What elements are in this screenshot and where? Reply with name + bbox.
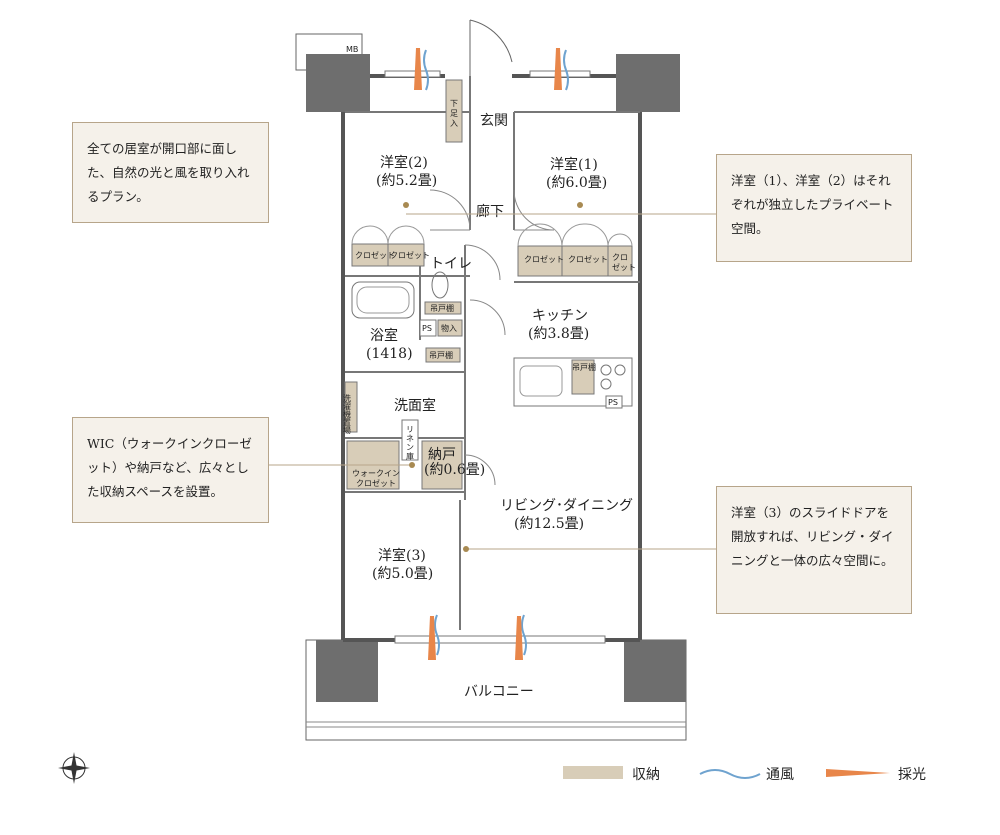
wic-label-2: クロゼット: [356, 478, 396, 488]
compass-icon: [58, 752, 90, 784]
callout-connectors: [268, 213, 716, 550]
room-bath-name: 浴室: [370, 327, 398, 344]
callout-private-rooms: 洋室（1）、洋室（2）はそれぞれが独立したプライベート空間。: [716, 154, 912, 262]
legend-ventilation-icon: [699, 769, 761, 779]
wash-shelf-label: 吊戸棚: [429, 350, 453, 360]
room-storage-name: 納戸: [428, 447, 456, 463]
door-arcs: [429, 189, 555, 486]
kitchen-shelf: [571, 359, 595, 395]
ps-box-1: [419, 319, 437, 337]
closet-label-4: クロゼット: [568, 254, 608, 264]
entrance-door: [469, 19, 513, 76]
column-top-right: [616, 54, 680, 112]
shoe-cabinet: [445, 79, 463, 143]
washer-place: [344, 381, 358, 433]
room-entrance: 玄関: [480, 112, 508, 129]
room-western1-size: (約6.0畳): [546, 175, 607, 191]
callout-daylight-plan: 全ての居室が開口部に面した、自然の光と風を取り入れるプラン。: [72, 122, 269, 223]
room-hallway: 廊下: [476, 203, 504, 220]
window-bottom: [394, 635, 606, 644]
legend-storage-swatch: [563, 766, 623, 779]
monoire: [437, 319, 463, 337]
legend-ventilation-label: 通風: [766, 767, 794, 783]
room-toilet: トイレ: [430, 256, 472, 272]
closet-western1: [517, 245, 633, 277]
ps-label-2: PS: [608, 398, 618, 407]
washer-label: 洗濯機置場: [343, 393, 352, 435]
room-storage-size: (約0.6畳): [424, 462, 485, 478]
legend-daylight-label: 採光: [898, 767, 926, 783]
mb-label: MB: [346, 45, 358, 54]
closet-short-label-1: クロ: [612, 253, 628, 262]
callout-slide-door: 洋室（3）のスライドドアを開放すれば、リビング・ダイニングと一体の広々空間に。: [716, 486, 912, 614]
room-kitchen-size: (約3.8畳): [528, 326, 589, 342]
closet-label-1: クロゼット: [355, 250, 395, 260]
monoire-label: 物入: [441, 323, 457, 333]
ps-box-2: [605, 395, 623, 409]
room-western1-name: 洋室(1): [550, 156, 598, 173]
shoe-label-3: 入: [450, 119, 458, 128]
bathtub: [351, 281, 415, 319]
column-bottom-right: [624, 640, 686, 702]
closet-label-2: クロゼット: [390, 250, 430, 260]
linen-1: リ: [406, 425, 414, 434]
column-bottom-left: [316, 640, 378, 702]
room-living-name: リビング･ダイニング: [500, 498, 633, 514]
shoe-label-2: 足: [450, 109, 458, 118]
toilet-shelf: [424, 301, 462, 315]
wash-shelf: [425, 347, 461, 363]
linen-3: ン: [406, 443, 414, 452]
room-washroom: 洗面室: [394, 397, 436, 414]
shoe-label-1: 下: [450, 99, 458, 108]
room-kitchen-name: キッチン: [532, 308, 588, 324]
ps-label-1: PS: [422, 324, 432, 333]
room-western3-size: (約5.0畳): [372, 566, 433, 582]
wic-label-1: ウォークイン: [352, 469, 400, 478]
callout-4-text: 洋室（3）のスライドドアを開放すれば、リビング・ダイニングと一体の広々空間に。: [731, 505, 894, 568]
storage-room: [421, 440, 463, 490]
room-living-size: (約12.5畳): [514, 516, 584, 532]
callout-storage: WIC（ウォークインクローゼット）や納戸など、広々とした収納スペースを設置。: [72, 417, 269, 523]
room-balcony: バルコニー: [464, 684, 534, 700]
callout-1-text: 全ての居室が開口部に面した、自然の光と風を取り入れるプラン。: [87, 141, 250, 204]
ventilation-markers: [423, 49, 569, 656]
closet-label-3: クロゼット: [524, 254, 564, 264]
room-bath-size: (1418): [366, 346, 413, 362]
legend-daylight-icon: [826, 769, 890, 777]
room-western3-name: 洋室(3): [378, 547, 426, 564]
toilet-shelf-label: 吊戸棚: [430, 303, 454, 313]
kitchen-sink: [519, 365, 563, 397]
linen-storage: [401, 419, 419, 461]
interior-walls: [345, 76, 640, 630]
callout-2-text: 洋室（1）、洋室（2）はそれぞれが独立したプライベート空間。: [731, 173, 894, 236]
callout-3-text: WIC（ウォークインクローゼット）や納戸など、広々とした収納スペースを設置。: [87, 436, 252, 499]
room-western2-name: 洋室(2): [380, 154, 428, 171]
linen-2: ネ: [406, 434, 414, 443]
window-top-left: [384, 70, 441, 78]
room-western2-size: (約5.2畳): [376, 173, 437, 189]
kitchen-shelf-label: 吊戸棚: [572, 362, 596, 372]
column-top-left: [306, 54, 370, 112]
toilet-fixture: [431, 271, 449, 299]
closet-short-label-2: ゼット: [612, 262, 636, 272]
daylight-markers: [414, 48, 562, 660]
linen-4: 庫: [406, 451, 414, 461]
callout-dots: [403, 202, 583, 552]
legend-storage-label: 収納: [632, 767, 660, 783]
